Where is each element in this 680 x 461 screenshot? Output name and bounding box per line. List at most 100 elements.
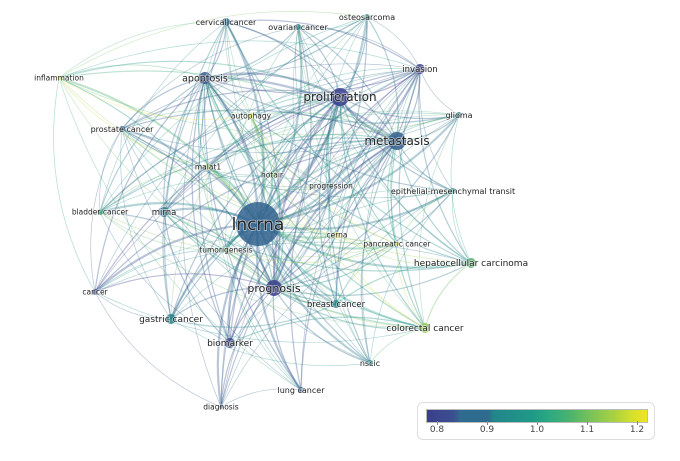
node-autophagy[interactable]: autophagy bbox=[230, 111, 272, 122]
node-label[interactable]: osteosarcoma bbox=[338, 12, 396, 23]
node-label[interactable]: tumorigenesis bbox=[199, 245, 254, 256]
node-diagnosis[interactable]: diagnosis bbox=[203, 402, 240, 413]
node-invasion[interactable]: invasion bbox=[402, 64, 439, 76]
node-label[interactable]: autophagy bbox=[230, 111, 272, 122]
node-emt[interactable]: epithelial-mesenchymal transit bbox=[390, 186, 516, 197]
node-nscic[interactable]: nscic bbox=[359, 358, 381, 369]
node-label[interactable]: hepatocellular carcinoma bbox=[413, 258, 529, 270]
node-label[interactable]: bladder cancer bbox=[71, 207, 130, 218]
node-label[interactable]: diagnosis bbox=[203, 402, 240, 413]
node-circle[interactable] bbox=[334, 232, 340, 238]
node-cervical-cancer[interactable]: cervical cancer bbox=[195, 17, 258, 28]
node-label[interactable]: progression bbox=[308, 181, 354, 192]
node-colorectal-cancer[interactable]: colorectal cancer bbox=[386, 323, 465, 335]
node-label[interactable]: prognosis bbox=[247, 281, 302, 296]
node-label[interactable]: glioma bbox=[445, 110, 474, 121]
node-label[interactable]: hotair bbox=[260, 170, 284, 181]
node-metastasis[interactable]: metastasis bbox=[364, 132, 431, 150]
node-label[interactable]: cervical cancer bbox=[195, 17, 258, 28]
node-label[interactable]: malat1 bbox=[194, 162, 222, 173]
node-circle[interactable] bbox=[466, 258, 476, 268]
node-circle[interactable] bbox=[119, 126, 125, 132]
node-circle[interactable] bbox=[329, 184, 333, 188]
node-prostate-cancer[interactable]: prostate cancer bbox=[90, 124, 155, 135]
node-circle[interactable] bbox=[199, 72, 211, 84]
node-tumorigenesis[interactable]: tumorigenesis bbox=[199, 245, 254, 256]
node-label[interactable]: proliferation bbox=[303, 89, 378, 105]
node-circle[interactable] bbox=[219, 405, 223, 409]
node-ovarian-cancer[interactable]: ovarian cancer bbox=[267, 22, 329, 33]
node-label[interactable]: mirna bbox=[151, 207, 177, 219]
node-gastric-cancer[interactable]: gastric cancer bbox=[138, 314, 204, 326]
node-label[interactable]: cancer bbox=[82, 287, 110, 298]
node-circle[interactable] bbox=[225, 338, 235, 348]
node-circle[interactable] bbox=[236, 202, 280, 246]
node-bladder-cancer[interactable]: bladder cancer bbox=[71, 207, 130, 218]
node-label[interactable]: epithelial-mesenchymal transit bbox=[390, 186, 516, 197]
node-circle[interactable] bbox=[248, 113, 254, 119]
node-inflammation[interactable]: inflammation bbox=[33, 73, 84, 84]
node-label[interactable]: metastasis bbox=[364, 133, 431, 149]
node-circle[interactable] bbox=[415, 64, 425, 74]
node-malat1[interactable]: malat1 bbox=[194, 162, 222, 173]
node-circle[interactable] bbox=[295, 24, 301, 30]
node-circle[interactable] bbox=[269, 172, 275, 178]
node-circle[interactable] bbox=[92, 289, 98, 295]
node-label[interactable]: apoptosis bbox=[181, 73, 228, 86]
node-label[interactable]: prostate cancer bbox=[90, 124, 155, 135]
node-apoptosis[interactable]: apoptosis bbox=[181, 72, 229, 86]
node-circle[interactable] bbox=[205, 164, 211, 170]
node-mirna[interactable]: mirna bbox=[151, 207, 177, 219]
node-hotair[interactable]: hotair bbox=[260, 170, 284, 181]
node-proliferation[interactable]: proliferation bbox=[303, 88, 378, 106]
node-biomarker[interactable]: biomarker bbox=[206, 338, 254, 350]
node-label[interactable]: colorectal cancer bbox=[386, 323, 465, 335]
link-lncrna-glioma bbox=[257, 114, 460, 226]
link-apoptosis-malat1 bbox=[197, 77, 209, 168]
node-cerna[interactable]: cerna bbox=[326, 230, 349, 241]
node-circle[interactable] bbox=[222, 18, 230, 26]
node-osteosarcoma[interactable]: osteosarcoma bbox=[338, 12, 396, 23]
node-label[interactable]: pancreatic cancer bbox=[363, 239, 433, 250]
node-circle[interactable] bbox=[456, 112, 462, 118]
node-label[interactable]: nscic bbox=[359, 358, 381, 369]
node-cancer[interactable]: cancer bbox=[82, 287, 110, 298]
node-label[interactable]: inflammation bbox=[33, 73, 84, 84]
node-lung-cancer[interactable]: lung cancer bbox=[277, 385, 326, 396]
node-pancreatic-cancer[interactable]: pancreatic cancer bbox=[363, 239, 433, 250]
node-circle[interactable] bbox=[224, 248, 228, 252]
link-malat1-progression bbox=[207, 166, 332, 190]
node-label[interactable]: gastric cancer bbox=[138, 314, 204, 326]
node-circle[interactable] bbox=[367, 360, 373, 366]
node-circle[interactable] bbox=[166, 314, 176, 324]
node-hcc[interactable]: hepatocellular carcinoma bbox=[413, 258, 529, 270]
node-circle[interactable] bbox=[266, 280, 282, 296]
link-lncrna-emt bbox=[257, 190, 454, 231]
node-circle[interactable] bbox=[420, 323, 430, 333]
node-label[interactable]: lung cancer bbox=[277, 385, 326, 396]
color-legend: 0.8 0.9 1.0 1.1 1.2 bbox=[417, 402, 655, 440]
node-circle[interactable] bbox=[388, 132, 406, 150]
node-prognosis[interactable]: prognosis bbox=[247, 280, 302, 296]
node-label[interactable]: lncrna bbox=[231, 214, 285, 236]
node-circle[interactable] bbox=[298, 387, 304, 393]
node-glioma[interactable]: glioma bbox=[445, 110, 474, 121]
node-label[interactable]: invasion bbox=[402, 64, 439, 76]
node-label[interactable]: cerna bbox=[326, 230, 349, 241]
node-circle[interactable] bbox=[332, 300, 340, 308]
node-circle[interactable] bbox=[450, 188, 456, 194]
node-circle[interactable] bbox=[97, 209, 103, 215]
node-circle[interactable] bbox=[331, 88, 349, 106]
node-label[interactable]: breast cancer bbox=[306, 299, 366, 311]
node-circle[interactable] bbox=[57, 76, 61, 80]
node-label[interactable]: biomarker bbox=[206, 338, 254, 350]
link-tumorigenesis-cancer bbox=[94, 249, 227, 293]
node-progression[interactable]: progression bbox=[308, 181, 354, 192]
node-circle[interactable] bbox=[159, 207, 169, 217]
node-lncrna[interactable]: lncrna bbox=[231, 202, 285, 246]
node-breast-cancer[interactable]: breast cancer bbox=[306, 299, 366, 311]
node-circle[interactable] bbox=[395, 242, 399, 246]
node-label[interactable]: ovarian cancer bbox=[267, 22, 329, 33]
node-circle[interactable] bbox=[364, 14, 370, 20]
link-cervical-cancer-malat1 bbox=[202, 21, 227, 168]
